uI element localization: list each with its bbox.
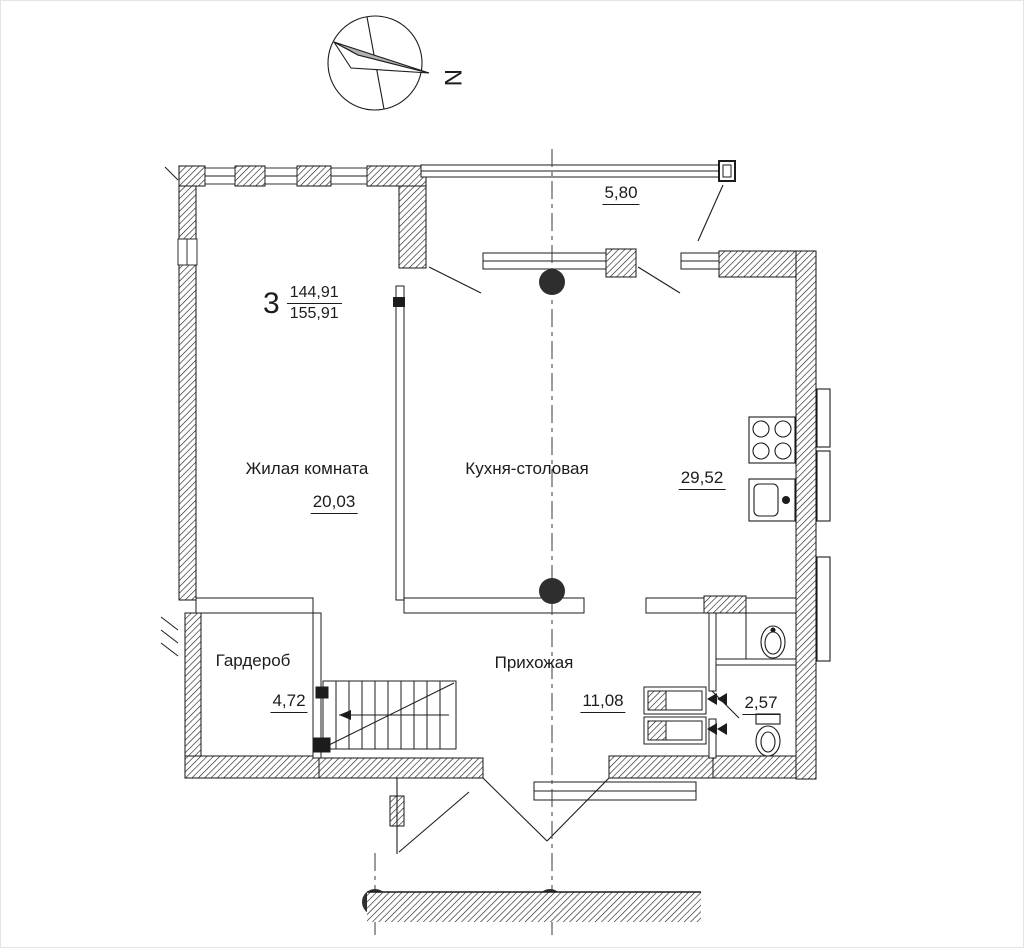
wall-segment	[296, 165, 332, 187]
room-label-wardrobe: Гардероб	[215, 651, 291, 670]
apartment-area-fraction: 144,91 155,91	[286, 284, 342, 323]
compass-north-label: N	[439, 69, 466, 86]
walls-thin	[195, 160, 797, 801]
kitchen-sink	[748, 478, 796, 522]
wall-segment	[184, 755, 320, 779]
shelf-arrow-icon	[707, 723, 717, 735]
window	[177, 238, 198, 266]
burner-icon	[752, 442, 770, 460]
wall-segment	[366, 165, 427, 187]
apartment-stamp: 3 144,91 155,91	[263, 284, 342, 323]
apartment-number: 3	[263, 286, 280, 320]
wall-segment	[395, 285, 405, 601]
wall-segment	[745, 597, 797, 614]
walls-hatched	[178, 165, 817, 827]
wall-segment	[708, 612, 717, 692]
ground-hatch	[367, 891, 701, 922]
door-leaf	[482, 777, 548, 842]
adjacent-counter	[816, 450, 831, 522]
wall-segment	[312, 612, 322, 759]
burner-icon	[774, 442, 792, 460]
compass-rose: N	[327, 15, 466, 111]
wall-segment	[608, 755, 714, 779]
burner-icon	[752, 420, 770, 438]
door-leaf	[428, 266, 482, 294]
hallway-shelves	[643, 686, 727, 745]
shelf-arrow-icon	[717, 723, 727, 735]
room-area-kitchen: 29,52	[678, 468, 726, 490]
room-label-hallway: Прихожая	[494, 653, 574, 672]
wall-segment	[645, 597, 705, 614]
wall-segment	[178, 185, 197, 601]
wall-segment	[703, 595, 747, 614]
room-area-wardrobe: 4,72	[270, 691, 308, 713]
balcony-end-cap-inner	[722, 164, 732, 178]
stove	[748, 416, 796, 464]
adjacent-counter	[816, 388, 831, 448]
shelf-unit	[643, 686, 707, 715]
adjacent-counter	[816, 556, 831, 662]
compass-needle-shade	[333, 41, 430, 74]
bathroom-sink	[760, 625, 786, 659]
wall-segment	[403, 597, 585, 614]
door-leaf	[546, 777, 610, 842]
shelf-arrow-icon	[717, 693, 727, 705]
wall-segment	[795, 250, 817, 780]
wall-segment	[712, 755, 797, 779]
bathroom-fixtures	[755, 625, 786, 757]
room-area-hallway: 11,08	[580, 691, 626, 713]
wall-segment	[605, 248, 637, 278]
wall-segment	[715, 658, 797, 666]
room-label-kitchen: Кухня-столовая	[465, 459, 589, 478]
shelf-arrow-icon	[707, 693, 717, 705]
room-label-living: Жилая комната	[245, 459, 369, 478]
door-leaf	[637, 266, 681, 294]
balcony-connector	[697, 184, 724, 242]
balcony-area-label: 5,80	[602, 183, 640, 205]
wall-segment	[195, 597, 314, 614]
wall-segment	[234, 165, 266, 187]
wall-segment	[178, 165, 206, 187]
stair-newel	[315, 686, 329, 699]
wall-segment	[318, 757, 484, 779]
axis-marker	[539, 578, 565, 604]
shelf-unit	[643, 716, 707, 745]
toilet-cistern	[755, 713, 781, 725]
apartment-area-top: 144,91	[286, 284, 342, 304]
stair-newel	[313, 737, 331, 753]
partition-post	[393, 297, 405, 307]
room-area-bathroom: 2,57	[742, 693, 780, 715]
compass-circle	[327, 15, 423, 111]
axis-marker	[539, 269, 565, 295]
wall-segment	[718, 250, 797, 278]
wall-segment	[398, 185, 427, 269]
wall-segment	[708, 718, 717, 759]
room-area-living: 20,03	[310, 492, 358, 514]
apartment-area-bottom: 155,91	[289, 305, 339, 322]
ground-ticks	[160, 166, 179, 657]
doors	[396, 184, 740, 854]
windows	[177, 167, 368, 266]
stairs-direction-arrow	[339, 710, 351, 720]
stairs	[313, 680, 457, 753]
wall-segment	[184, 612, 202, 757]
toilet-bowl	[755, 725, 781, 757]
burner-icon	[774, 420, 792, 438]
kitchen-fixtures	[748, 388, 831, 662]
